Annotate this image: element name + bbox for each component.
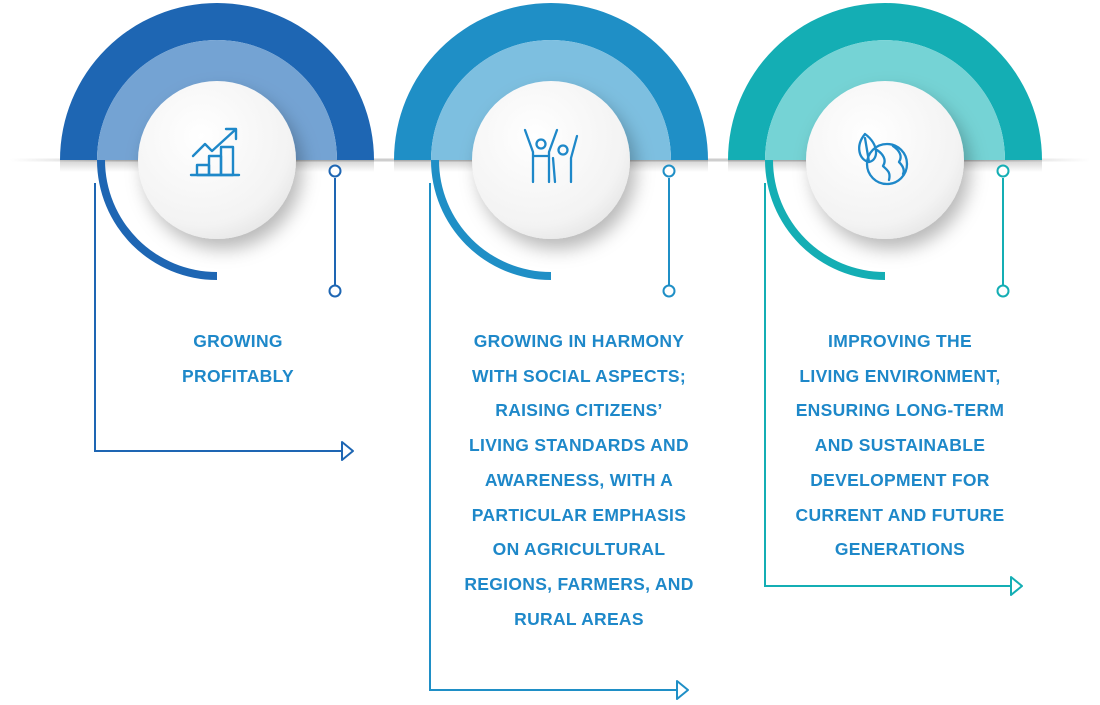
pillar-1-icon-disc	[138, 81, 296, 239]
caption-line: GROWING	[193, 331, 283, 351]
caption-line: ENSURING LONG-TERM	[795, 400, 1005, 421]
pillar-1	[60, 3, 374, 461]
caption-line: PROFITABLY	[182, 365, 294, 386]
pillar-3-connector-bottom-node	[996, 284, 1010, 298]
pillar-2-connector-bottom-node	[662, 284, 676, 298]
caption-line: GENERATIONS	[834, 539, 966, 560]
pillar-3-arrow-head	[1010, 576, 1023, 596]
pillar-3-frame-line	[764, 183, 1011, 587]
pillar-1-frame-line	[94, 183, 342, 452]
pillar-1-connector-top-node	[328, 164, 342, 178]
caption-line: PARTICULAR EMPHASIS	[471, 504, 687, 525]
pillar-3-inner-arc	[765, 40, 1005, 161]
pillar-2-arrow-head	[676, 680, 689, 700]
pillar-3	[728, 3, 1042, 596]
pillar-3-connector-top-node	[996, 164, 1010, 178]
pillar-2-caption: GROWING IN HARMONY WITH SOCIAL ASPECTS; RA…	[448, 324, 710, 636]
pillar-2-lower-arc	[431, 160, 551, 280]
leaf-globe-icon	[858, 132, 909, 186]
caption-line: AWARENESS, WITH A	[484, 469, 674, 490]
pillar-2-outer-arc	[394, 3, 708, 160]
pillar-2	[394, 3, 708, 700]
pillar-3-lower-arc	[765, 160, 885, 280]
pillar-1-outer-arc	[60, 3, 374, 160]
caption-line: AND SUSTAINABLE	[814, 435, 986, 456]
people-celebrating-icon	[523, 128, 579, 184]
caption-line: RAISING CITIZENS’	[495, 400, 663, 421]
pillar-1-lower-arc	[97, 160, 217, 280]
pillar-1-arrow-head	[341, 441, 354, 461]
caption-line: IMPROVING THE	[828, 331, 972, 351]
pillar-1-inner-arc	[97, 40, 337, 160]
caption-line: CURRENT AND FUTURE	[795, 504, 1005, 525]
caption-line: WITH SOCIAL ASPECTS;	[471, 365, 687, 386]
pillar-2-connector-top-node	[662, 164, 676, 178]
pillar-1-caption: GROWING PROFITABLY	[128, 324, 348, 393]
caption-line: REGIONS, FARMERS, AND	[464, 573, 694, 594]
pillar-2-icon-disc	[472, 81, 630, 239]
pillar-2-frame-line	[429, 183, 677, 691]
pillar-3-caption: IMPROVING THE LIVING ENVIRONMENT, ENSURING…	[772, 324, 1028, 567]
caption-line: DEVELOPMENT FOR	[810, 469, 990, 490]
pillar-2-inner-arc	[431, 40, 671, 160]
pillar-3-outer-arc	[728, 3, 1042, 160]
caption-line: LIVING ENVIRONMENT,	[799, 365, 1001, 386]
caption-line: ON AGRICULTURAL	[492, 539, 666, 560]
caption-line: LIVING STANDARDS AND	[469, 435, 689, 456]
caption-line: RURAL AREAS	[514, 608, 644, 629]
pillar-1-connector-bottom-node	[328, 284, 342, 298]
caption-line: GROWING IN HARMONY	[473, 331, 685, 351]
growth-chart-icon	[189, 127, 241, 177]
